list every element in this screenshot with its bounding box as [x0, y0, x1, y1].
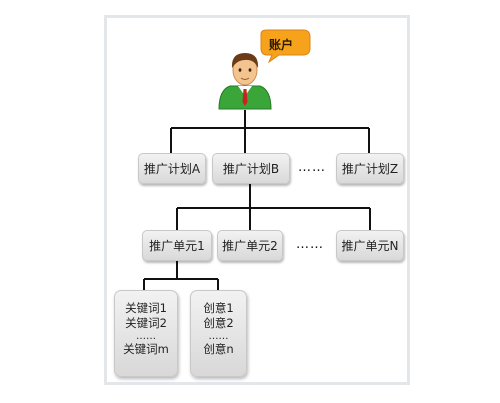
- keywords-box: 关键词1 关键词2 …… 关键词m: [114, 290, 178, 377]
- creative-ellipsis: ……: [208, 331, 229, 342]
- user-avatar-icon: [218, 53, 272, 110]
- plan-z-box: 推广计划Z: [336, 153, 404, 184]
- unit-1-box: 推广单元1: [142, 230, 212, 261]
- unit-2-box: 推广单元2: [217, 230, 283, 261]
- creative-2: 创意2: [203, 316, 234, 330]
- creative-n: 创意n: [203, 342, 234, 356]
- keyword-m: 关键词m: [123, 342, 169, 356]
- unit-ellipsis: ……: [296, 237, 324, 252]
- creative-1: 创意1: [203, 301, 234, 315]
- keyword-ellipsis: ……: [136, 331, 156, 342]
- keyword-1: 关键词1: [125, 301, 167, 315]
- keyword-2: 关键词2: [125, 316, 167, 330]
- unit-n-box: 推广单元N: [336, 230, 404, 261]
- plan-b-box: 推广计划B: [212, 153, 290, 184]
- speech-bubble-icon: [260, 29, 311, 64]
- plan-ellipsis: ……: [298, 160, 326, 175]
- creatives-box: 创意1 创意2 …… 创意n: [190, 290, 247, 377]
- plan-a-box: 推广计划A: [138, 153, 206, 184]
- account-label: 账户: [268, 38, 293, 52]
